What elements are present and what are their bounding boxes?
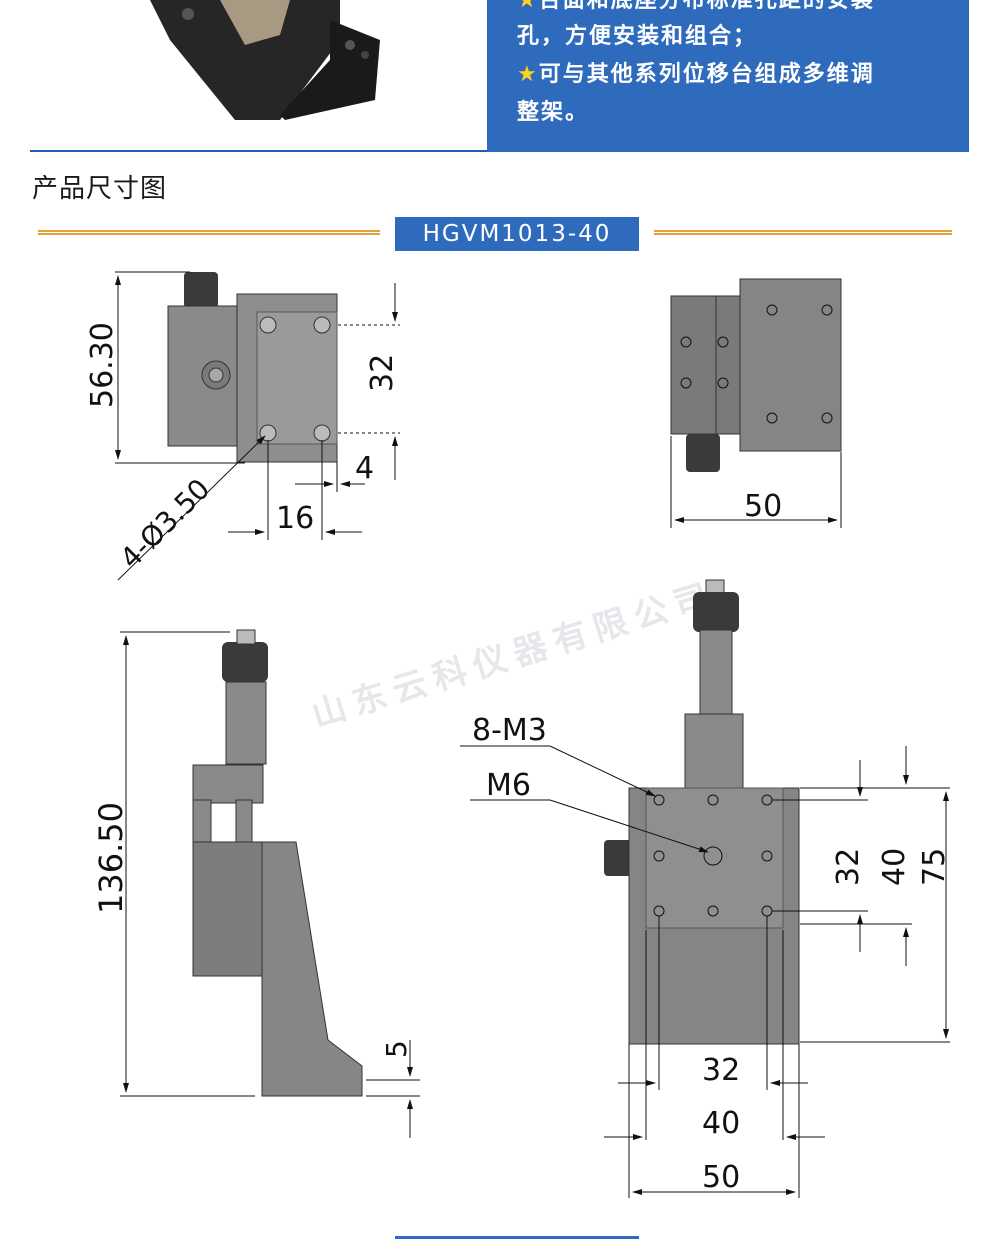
model-rule-right: [654, 230, 952, 235]
model-rule-left: [38, 230, 380, 235]
star-icon: ★: [517, 0, 539, 13]
dim-v75: 75: [917, 848, 952, 886]
dimension-drawing: 56.30 32 4 16 4-Ø3.50 50: [85, 271, 952, 1198]
bottom-bar: [395, 1236, 639, 1239]
dim-offset: 4: [355, 451, 374, 486]
top-left-view: 56.30 32 4 16 4-Ø3.50: [85, 271, 400, 581]
model-label: HGVM1013-40: [395, 217, 639, 251]
feature-line: ★台面和底座分布标准孔距的安装: [517, 0, 875, 20]
label-m3: 8-M3: [472, 713, 547, 748]
dim-side-thickness: 5: [380, 1040, 413, 1058]
dim-h50: 50: [702, 1160, 740, 1195]
label-m6: M6: [486, 768, 531, 803]
divider: [30, 150, 487, 152]
feature-panel: ★台面和底座分布标准孔距的安装 孔，方便安装和组合； ★可与其他系列位移台组成多…: [487, 0, 969, 152]
product-photo: [30, 0, 485, 152]
top-right-view: 50: [670, 278, 842, 528]
dim-spacing: 16: [276, 501, 314, 536]
dim-h32: 32: [702, 1053, 740, 1088]
feature-line: ★可与其他系列位移台组成多维调: [517, 62, 875, 87]
dim-pitch: 32: [365, 354, 400, 392]
dim-v40: 40: [877, 848, 912, 886]
dim-holes: 4-Ø3.50: [114, 472, 217, 575]
section-title: 产品尺寸图: [32, 174, 168, 204]
dim-height: 56.30: [85, 322, 120, 408]
dim-h40: 40: [702, 1106, 740, 1141]
front-view: 8-M3 M6 32 40 75 32 40 50: [460, 579, 952, 1198]
dim-width: 50: [744, 489, 782, 524]
feature-line: 孔，方便安装和组合；: [517, 24, 758, 49]
side-view: 136.50 5: [92, 629, 420, 1138]
star-icon: ★: [517, 62, 539, 87]
dim-v32: 32: [831, 848, 866, 886]
feature-line: 整架。: [517, 100, 590, 125]
dim-side-height: 136.50: [92, 802, 130, 914]
top-band: ★台面和底座分布标准孔距的安装 孔，方便安装和组合； ★可与其他系列位移台组成多…: [0, 0, 1000, 155]
